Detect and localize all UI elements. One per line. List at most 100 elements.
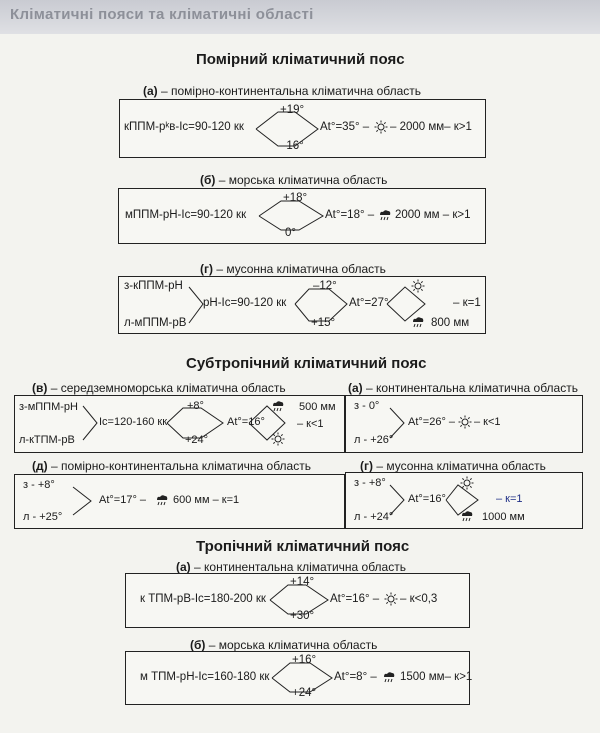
subtropical-a-name: – континентальна кліматична область [362, 381, 578, 395]
subtropical-v-precip: 500 мм [299, 401, 336, 413]
temperate-a-box: кППМ-рᵏв-Іс=90-120 кк +19° –16° At°=35° … [119, 99, 486, 158]
temperate-g-mass-winter: з-кППМ-рН [124, 280, 183, 292]
subtropical-d-label: (д) [32, 459, 48, 473]
tropical-a-amplitude: At°=16° – [330, 593, 380, 605]
page-header-title: Кліматичні пояси та кліматичні області [10, 6, 314, 23]
subtropical-v-formula: Іс=120-160 кк [99, 416, 168, 428]
subtropical-g-precip: 1000 мм [482, 511, 525, 523]
subtropical-g-ratio: – к=1 [496, 493, 523, 505]
subtropical-g-box: з - +8° л - +24° At°=16° – к=1 1000 мм [345, 472, 583, 529]
tropical-b-box: м ТПМ-рН-Іс=160-180 кк +16° +24° At°=8° … [125, 651, 473, 705]
temperate-b-temp-bottom: 0° [285, 227, 296, 239]
temperate-b-heading: (б) – морська кліматична область [200, 173, 387, 187]
subtropical-v-box: з-мППМ-рН л-кТПМ-рВ Іс=120-160 кк +8° +2… [14, 395, 345, 453]
subtropical-v-amplitude: At°=16° [227, 416, 265, 428]
temperate-g-name: – мусонна кліматична область [213, 262, 386, 276]
temperate-g-temp-bottom: +15° [311, 317, 336, 329]
page-header-band: Кліматичні пояси та кліматичні області [0, 0, 600, 34]
tropical-a-box: к ТПМ-рВ-Іс=180-200 кк +14° +30° At°=16°… [125, 573, 470, 628]
tropical-b-amplitude: At°=8° – [334, 671, 377, 683]
tropical-b-heading: (б) – морська кліматична область [190, 638, 377, 652]
tropical-a-heading: (а) – континентальна кліматична область [176, 560, 406, 574]
tropical-b-temp-bottom: +24° [292, 687, 317, 699]
rain-cloud-icon [157, 495, 168, 506]
subtropical-a-heading: (а) – континентальна кліматична область [348, 381, 578, 395]
temperate-b-temp-top: +18° [283, 192, 308, 204]
subtropical-g-heading: (г) – мусонна кліматична область [360, 459, 546, 473]
subtropical-d-heading: (д) – помірно-континентальна кліматична … [32, 459, 311, 473]
temperate-g-formula: рН-Іс=90-120 кк [203, 297, 287, 309]
rain-cloud-icon [462, 511, 473, 522]
subtropical-a-temp-summer: л - +26° [354, 434, 394, 446]
subtropical-a-ratio: – к<1 [474, 416, 501, 428]
subtropical-a-label: (а) [348, 381, 363, 395]
sun-icon [460, 476, 474, 490]
temperate-b-formula: мППМ-рН-Іс=90-120 кк [125, 209, 247, 221]
subtropical-a-amplitude: At°=26° – [408, 416, 456, 428]
temperate-g-temp-top: –12° [313, 280, 337, 292]
tropical-b-formula: м ТПМ-рН-Іс=160-180 кк [140, 671, 270, 683]
subtropical-a-box: з - 0° л - +26° At°=26° – – к<1 [345, 395, 583, 453]
temperate-g-box: з-кППМ-рН л-мППМ-рВ рН-Іс=90-120 кк –12°… [118, 276, 486, 334]
subtropical-v-temp-bottom: +24° [185, 434, 209, 446]
temperate-a-temp-bottom: –16° [280, 140, 304, 152]
subtropical-g-amplitude: At°=16° [408, 493, 446, 505]
temperate-b-precip: 2000 мм – к>1 [395, 209, 471, 221]
temperate-a-heading: (а) – помірно-континентальна кліматична … [143, 84, 421, 98]
temperate-g-ratio: – к=1 [453, 297, 481, 309]
tropical-b-temp-top: +16° [292, 654, 317, 666]
subtropical-g-temp-winter: з - +8° [354, 477, 386, 489]
subtropical-d-amplitude: At°=17° – [99, 494, 147, 506]
subtropical-d-precip: 600 мм – к=1 [173, 494, 240, 506]
subtropical-zone-title: Субтропічний кліматичний пояс [186, 355, 427, 372]
temperate-g-amplitude: At°=27° [349, 297, 389, 309]
sun-icon [384, 592, 398, 606]
temperate-b-label: (б) [200, 173, 216, 187]
subtropical-v-heading: (в) – середземноморська кліматична облас… [32, 381, 286, 395]
sun-icon [411, 279, 425, 293]
temperate-b-box: мППМ-рН-Іс=90-120 кк +18° 0° At°=18° – 2… [118, 188, 486, 244]
temperate-a-formula: кППМ-рᵏв-Іс=90-120 кк [124, 121, 244, 133]
tropical-a-formula: к ТПМ-рВ-Іс=180-200 кк [140, 593, 266, 605]
temperate-g-mass-summer: л-мППМ-рВ [124, 317, 187, 329]
subtropical-v-mass-summer: л-кТПМ-рВ [19, 434, 75, 446]
subtropical-d-box: з - +8° л - +25° At°=17° – 600 мм – к=1 [14, 474, 345, 529]
subtropical-d-temp-winter: з - +8° [23, 479, 55, 491]
tropical-a-temp-bottom: +30° [290, 610, 315, 622]
temperate-b-amplitude: At°=18° – [325, 209, 375, 221]
tropical-a-name: – континентальна кліматична область [190, 560, 406, 574]
temperate-a-name: – помірно-континентальна кліматична обла… [157, 84, 422, 98]
sun-icon [271, 432, 285, 446]
tropical-zone-title: Тропічний кліматичний пояс [196, 538, 410, 555]
subtropical-v-temp-top: +8° [187, 400, 204, 412]
temperate-g-heading: (г) – мусонна кліматична область [200, 262, 386, 276]
tropical-b-label: (б) [190, 638, 206, 652]
temperate-a-amplitude: At°=35° – [320, 121, 370, 133]
subtropical-v-ratio: – к<1 [297, 418, 324, 430]
temperate-a-precip: – 2000 мм– к>1 [390, 121, 472, 133]
temperate-a-temp-top: +19° [280, 104, 305, 116]
rain-cloud-icon [384, 672, 395, 683]
rain-cloud-icon [273, 401, 284, 412]
temperate-g-label: (г) [200, 262, 213, 276]
subtropical-v-label: (в) [32, 381, 48, 395]
temperate-a-label: (а) [143, 84, 158, 98]
rain-cloud-icon [380, 210, 391, 221]
tropical-a-label: (а) [176, 560, 191, 574]
tropical-b-name: – морська кліматична область [205, 638, 378, 652]
subtropical-g-temp-summer: л - +24° [354, 511, 394, 523]
rain-cloud-icon [413, 317, 424, 328]
temperate-g-precip: 800 мм [431, 317, 470, 329]
tropical-a-ratio: – к<0,3 [400, 593, 438, 605]
subtropical-a-temp-winter: з - 0° [354, 400, 380, 412]
tropical-b-precip: 1500 мм– к>1 [400, 671, 473, 683]
sun-icon [458, 415, 472, 429]
temperate-b-name: – морська кліматична область [215, 173, 388, 187]
subtropical-v-name: – середземноморська кліматична область [47, 381, 286, 395]
subtropical-g-label: (г) [360, 459, 373, 473]
subtropical-v-mass-winter: з-мППМ-рН [19, 401, 78, 413]
temperate-zone-title: Помірний кліматичний пояс [196, 51, 405, 68]
tropical-a-temp-top: +14° [290, 576, 315, 588]
subtropical-g-name: – мусонна кліматична область [373, 459, 546, 473]
subtropical-d-name: – помірно-континентальна кліматична обла… [47, 459, 311, 473]
